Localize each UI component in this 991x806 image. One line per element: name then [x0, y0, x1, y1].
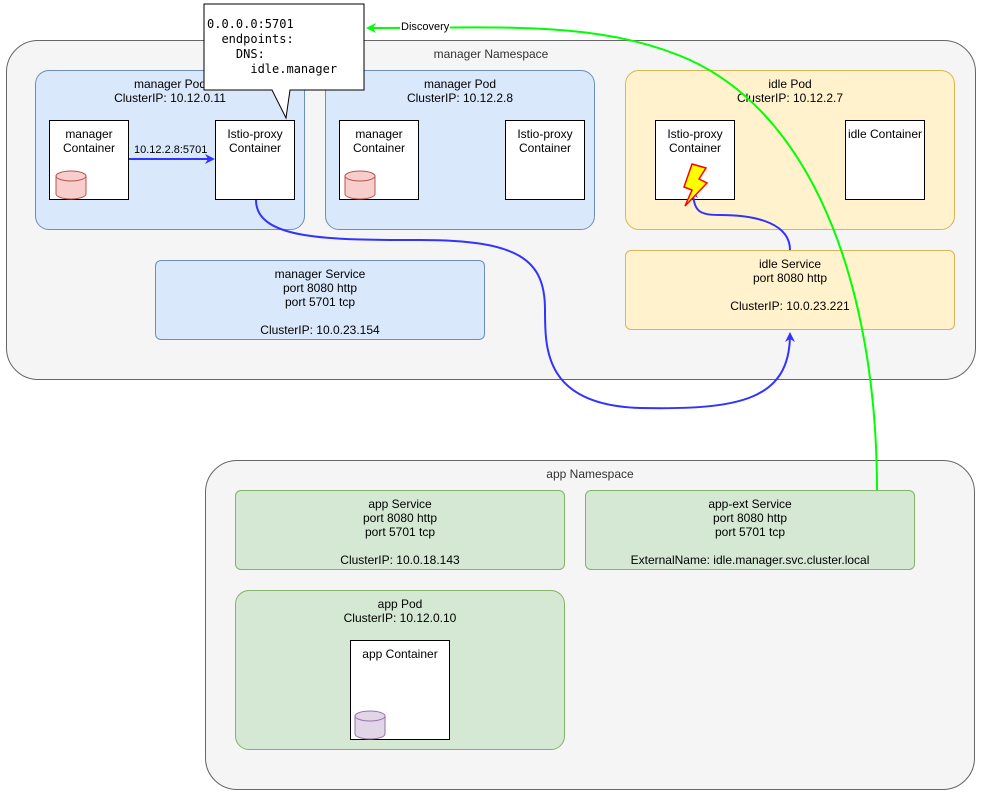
- idle-service-label: idle Service port 8080 http ClusterIP: 1…: [730, 257, 850, 313]
- database-icon: [55, 170, 87, 200]
- manager-service: manager Service port 8080 http port 5701…: [155, 260, 485, 340]
- istio-proxy-container-idle-label: Istio-proxy Container: [667, 127, 723, 155]
- istio-proxy-container-2-label: Istio-proxy Container: [517, 127, 573, 155]
- app-pod: app Pod ClusterIP: 10.12.0.10: [235, 590, 565, 750]
- manager-namespace-title: manager Namespace: [433, 47, 549, 61]
- discovery-label: Discovery: [400, 21, 451, 33]
- istio-proxy-container-2: Istio-proxy Container: [505, 120, 585, 200]
- proxy-to-idle-service-arrow: [255, 199, 795, 410]
- manager-pod-2-title: manager Pod ClusterIP: 10.12.2.8: [406, 77, 514, 105]
- istio-proxy-container-1-label: Istio-proxy Container: [227, 127, 283, 155]
- istio-proxy-container-1: Istio-proxy Container: [215, 120, 295, 200]
- manager-container-1-label: manager Container: [62, 127, 116, 155]
- app-namespace-title: app Namespace: [546, 467, 634, 481]
- app-service-label: app Service port 8080 http port 5701 tcp…: [340, 497, 460, 567]
- internal-arrow-label: 10.12.2.8:5701: [134, 144, 208, 156]
- app-container-label: app Container: [362, 647, 438, 661]
- app-pod-title: app Pod ClusterIP: 10.12.0.10: [343, 597, 457, 625]
- app-service: app Service port 8080 http port 5701 tcp…: [235, 490, 565, 570]
- database-icon: [344, 170, 376, 200]
- database-icon: [354, 710, 386, 740]
- idle-service: idle Service port 8080 http ClusterIP: 1…: [625, 250, 955, 330]
- app-ext-service: app-ext Service port 8080 http port 5701…: [585, 490, 915, 570]
- manager-container-1: manager Container: [49, 120, 129, 200]
- discovery-arrow: [366, 22, 878, 491]
- app-ext-service-label: app-ext Service port 8080 http port 5701…: [630, 497, 870, 567]
- idle-service-to-proxy-arrow: [688, 188, 791, 251]
- idle-pod-title: idle Pod ClusterIP: 10.12.2.7: [736, 77, 844, 105]
- manager-container-2-label: manager Container: [352, 127, 406, 155]
- manager-service-label: manager Service port 8080 http port 5701…: [260, 267, 380, 337]
- lightning-icon: [683, 163, 709, 207]
- manager-container-2: manager Container: [339, 120, 419, 200]
- callout-text: 0.0.0.0:5701 endpoints: DNS: idle.manage…: [207, 17, 338, 76]
- idle-container-label: idle Container: [847, 127, 923, 141]
- idle-container: idle Container: [845, 120, 925, 200]
